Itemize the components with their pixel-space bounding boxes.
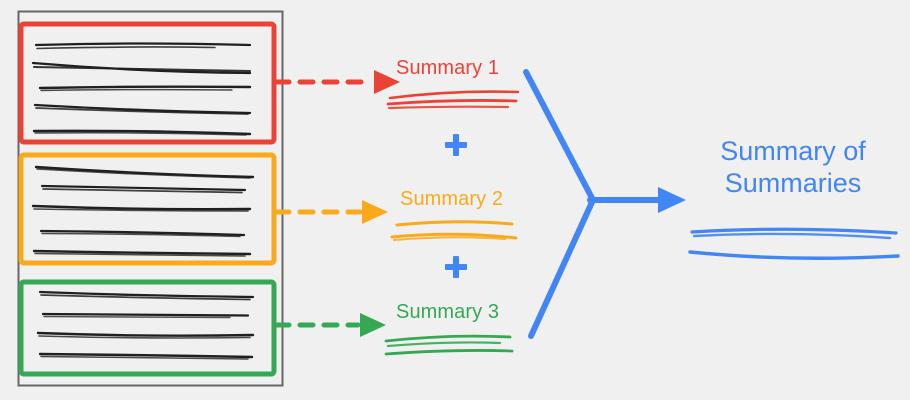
document-section-2-lines xyxy=(31,165,255,257)
summary-3-label[interactable]: Summary 3 xyxy=(396,301,500,323)
plus-icon-2 xyxy=(445,256,467,278)
dashed-arrow-section-1 xyxy=(273,70,400,94)
final-output-line-2: Summaries xyxy=(724,167,862,198)
merge-arrowhead xyxy=(658,187,686,213)
document-section-2-box[interactable] xyxy=(18,152,277,266)
final-output-underlines xyxy=(688,227,900,260)
summary-2-label[interactable]: Summary 2 xyxy=(400,188,504,210)
document-section-3-box[interactable] xyxy=(18,279,277,377)
plus-icon-1 xyxy=(445,134,467,156)
summary-2-underlines xyxy=(390,220,518,241)
final-output-line-1: Summary of xyxy=(720,136,866,166)
summary-1-label[interactable]: Summary 1 xyxy=(396,57,500,79)
dashed-arrow-section-3 xyxy=(273,313,386,337)
dashed-arrow-section-2 xyxy=(273,200,388,224)
summary-1-underlines xyxy=(386,90,520,110)
summary-3-underlines xyxy=(384,334,514,356)
final-output-label[interactable]: Summary of Summaries xyxy=(698,136,888,200)
document-section-3-lines xyxy=(36,290,255,360)
merge-funnel-arrow xyxy=(523,69,663,339)
document-section-1-lines xyxy=(31,42,252,136)
